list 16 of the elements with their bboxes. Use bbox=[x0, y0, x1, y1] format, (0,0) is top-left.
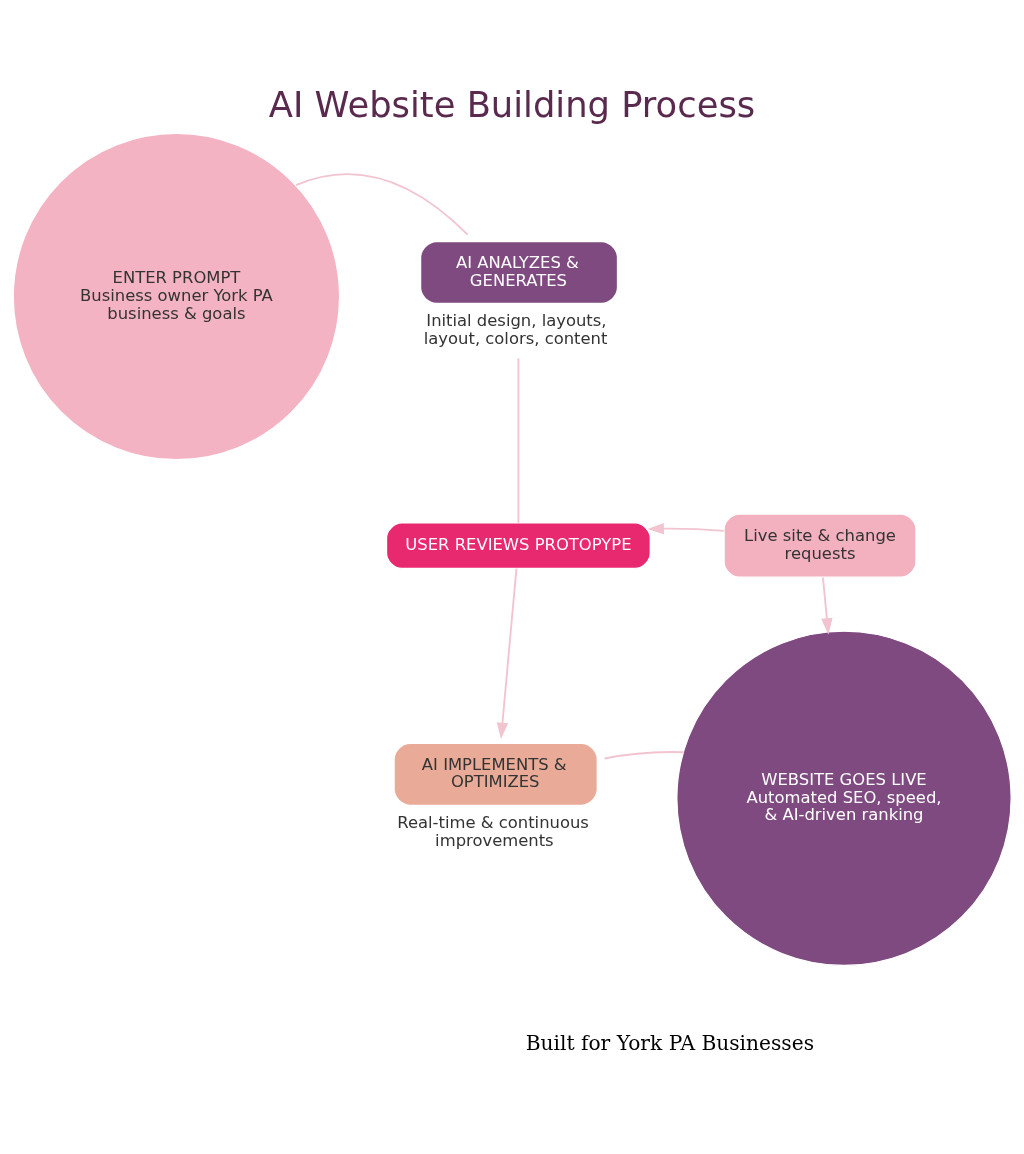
arrow bbox=[496, 567, 518, 740]
connector bbox=[295, 173, 469, 236]
connector bbox=[517, 357, 520, 524]
node-box: AI IMPLEMENTS & OPTIMIZES bbox=[394, 744, 597, 805]
node-circle: ENTER PROMPT Business owner York PA business & goals bbox=[12, 132, 341, 461]
node-circle: WEBSITE GOES LIVE Automated SEO, speed, & AI-driven ranking bbox=[676, 630, 1012, 967]
caption: Built for York PA Businesses bbox=[525, 1030, 815, 1055]
arrow bbox=[647, 522, 725, 535]
node-label: Real-time & continuous improvements bbox=[397, 812, 589, 850]
node-box: USER REVIEWS PROTOPYPE bbox=[385, 522, 651, 569]
node-label: Initial design, layouts, layout, colors, content bbox=[423, 311, 608, 348]
connector bbox=[603, 751, 685, 760]
arrow bbox=[821, 576, 833, 635]
node-box: Live site & change requests bbox=[723, 513, 917, 578]
node-box: AI ANALYZES & GENERATES bbox=[421, 242, 617, 303]
diagram-title: AI Website Building Process bbox=[268, 84, 756, 126]
